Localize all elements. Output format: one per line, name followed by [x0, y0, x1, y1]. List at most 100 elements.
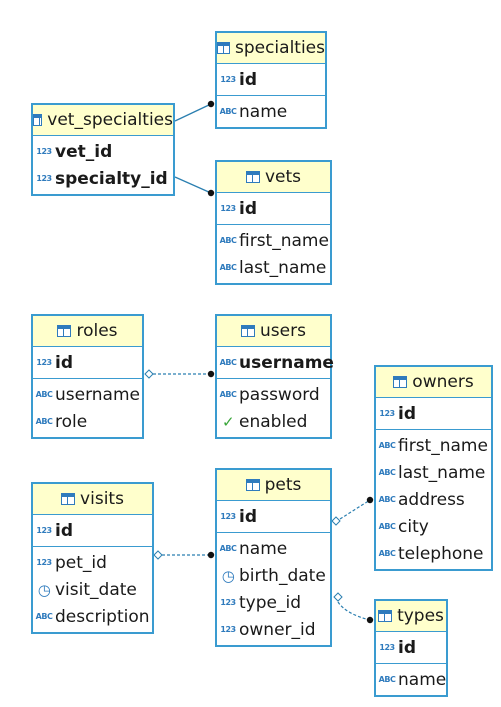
column-name: address	[398, 489, 465, 510]
column-name: birth_date	[239, 565, 326, 586]
column-row: ✓enabled	[217, 408, 330, 435]
table-icon	[217, 42, 230, 54]
numeric-type-icon: 123	[220, 204, 236, 213]
rel-end-dot	[207, 189, 215, 197]
column-name: name	[239, 538, 288, 559]
entity-header: users	[217, 316, 330, 347]
text-type-icon: ABC	[35, 612, 53, 621]
table-icon	[241, 325, 256, 337]
column-name: telephone	[398, 543, 484, 564]
table-icon	[33, 114, 43, 126]
column-row: ◷birth_date	[217, 562, 330, 589]
column-name: id	[239, 198, 257, 219]
column-name: password	[239, 384, 320, 405]
text-type-icon: ABC	[219, 107, 237, 116]
text-type-icon: ABC	[219, 390, 237, 399]
rel-end-dot	[207, 370, 215, 378]
entity-name: vet_specialties	[47, 110, 173, 130]
entity-header: visits	[33, 484, 152, 515]
entity-name: specialties	[234, 38, 325, 58]
rel-end-dot	[207, 551, 215, 559]
table-icon	[245, 479, 260, 491]
entity-name: vets	[264, 167, 302, 187]
entity-header: owners	[376, 367, 491, 398]
numeric-type-icon: 123	[220, 598, 236, 607]
column-name: vet_id	[55, 141, 113, 162]
check-icon: ✓	[221, 412, 235, 431]
numeric-type-icon: 123	[36, 526, 52, 535]
table-icon	[378, 610, 393, 622]
numeric-type-icon: 123	[220, 625, 236, 634]
column-name: id	[239, 506, 257, 527]
column-name: owner_id	[239, 619, 316, 640]
entity-header: vets	[217, 162, 330, 193]
text-type-icon: ABC	[378, 522, 396, 531]
entity-name: users	[260, 321, 306, 341]
column-name: description	[55, 606, 150, 627]
column-name: visit_date	[55, 579, 137, 600]
column-name: name	[239, 101, 288, 122]
rel-optional-diamond	[153, 550, 163, 560]
text-type-icon: ABC	[378, 549, 396, 558]
rel-optional-diamond	[333, 592, 343, 602]
clock-icon: ◷	[37, 580, 51, 599]
text-type-icon: ABC	[378, 441, 396, 450]
text-type-icon: ABC	[378, 675, 396, 684]
entity-name: types	[397, 606, 444, 626]
rel-pets-types	[337, 601, 371, 621]
text-type-icon: ABC	[35, 390, 53, 399]
numeric-type-icon: 123	[379, 643, 395, 652]
column-name: name	[398, 669, 447, 690]
text-type-icon: ABC	[378, 468, 396, 477]
text-type-icon: ABC	[219, 236, 237, 245]
table-icon	[61, 493, 76, 505]
entity-header: types	[376, 601, 446, 632]
column-name: city	[398, 516, 429, 537]
column-row: ◷visit_date	[33, 576, 152, 603]
text-type-icon: ABC	[219, 358, 237, 367]
rel-pets-owners	[339, 499, 371, 520]
column-name: last_name	[239, 257, 327, 278]
